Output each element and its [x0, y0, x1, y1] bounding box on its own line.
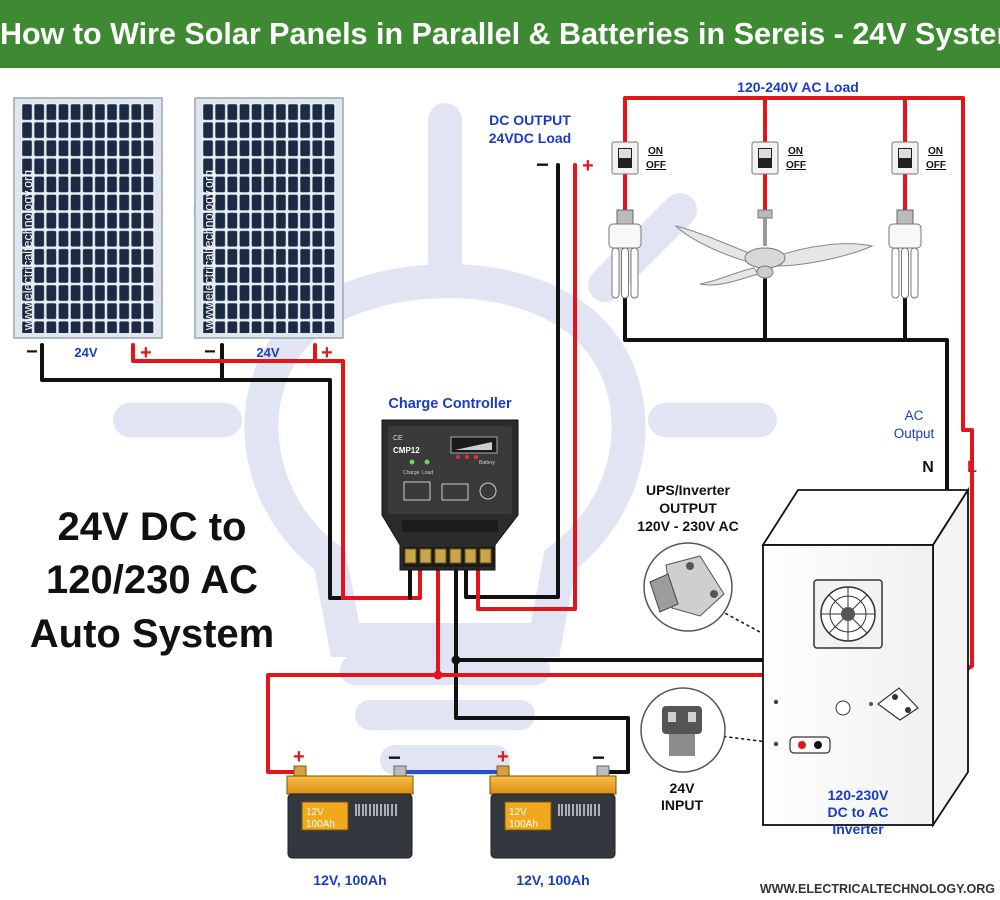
- ac-output-label: Output: [894, 426, 935, 441]
- controller-model: CMP12: [393, 446, 420, 455]
- charge-controller-label: Charge Controller: [388, 396, 512, 412]
- battery-positive-sign: +: [497, 746, 509, 768]
- battery: + − 12V 100Ah 12V, 100Ah: [489, 745, 617, 888]
- dc-input-callout-icon: [640, 687, 726, 773]
- battery-label: 12V, 100Ah: [313, 872, 386, 888]
- ups-output-line: OUTPUT: [659, 500, 717, 516]
- switch-on-label: ON: [788, 146, 803, 157]
- system-label: 24V DC to 120/230 AC Auto System: [30, 505, 275, 656]
- switch-off-label: OFF: [646, 160, 666, 171]
- controller-indicator-label: Charge: [403, 470, 420, 476]
- ceiling-fan-icon: [674, 209, 874, 286]
- controller-ce-mark: CE: [393, 435, 403, 442]
- title-banner: How to Wire Solar Panels in Parallel & B…: [0, 0, 1000, 68]
- footer-url: WWW.ELECTRICALTECHNOLOGY.ORG: [760, 882, 995, 896]
- dc-output-negative-wire: [464, 163, 560, 599]
- inverter-label: Inverter: [832, 821, 884, 837]
- battery-negative-wire: [454, 564, 630, 774]
- dc-output-negative-sign: −: [536, 152, 549, 177]
- battery-capacity: 100Ah: [306, 819, 335, 830]
- ups-output-label: UPS/Inverter OUTPUT 120V - 230V AC: [637, 482, 738, 534]
- wiring-diagram: www.electricaltechnology.org − 24V + www…: [13, 79, 995, 896]
- barcode-icon: [558, 804, 600, 816]
- battery-voltage: 12V: [306, 807, 324, 818]
- input-label: INPUT: [661, 797, 703, 813]
- panel-negative-sign: −: [204, 341, 216, 363]
- dc-output: DC OUTPUT 24VDC Load − +: [489, 112, 594, 177]
- battery-positive-wire: [266, 564, 440, 774]
- inverter-power-switch: [835, 700, 851, 716]
- system-label-line: Auto System: [30, 612, 275, 656]
- panel-voltage-label: 24V: [256, 345, 279, 360]
- panel-voltage-label: 24V: [74, 345, 97, 360]
- solar-panel: www.electricaltechnology.org − 24V +: [13, 97, 163, 364]
- battery: + − 12V 100Ah 12V, 100Ah: [286, 745, 414, 888]
- inverter: [761, 486, 970, 828]
- panel-positive-sign: +: [321, 342, 333, 364]
- switch-on-label: ON: [928, 146, 943, 157]
- dc-output-positive-wire: [476, 163, 577, 611]
- dc-output-subtitle: 24VDC Load: [489, 130, 571, 146]
- dc-output-title: DC OUTPUT: [489, 112, 571, 128]
- ac-output-label: AC: [905, 408, 924, 423]
- battery-negative-sign: −: [592, 745, 605, 770]
- switch-on-label: ON: [648, 146, 663, 157]
- ac-live-wire: [623, 96, 974, 702]
- solar-panel: www.electricaltechnology.org − 24V +: [194, 97, 344, 364]
- wall-switch: ON OFF: [611, 141, 666, 175]
- panel-negative-sign: −: [26, 341, 38, 363]
- controller-solar-pos-link: [341, 564, 422, 600]
- system-label-line: 24V DC to: [58, 505, 247, 549]
- panel-watermark: www.electricaltechnology.org: [21, 170, 35, 331]
- inverter-dc-socket: [789, 736, 831, 754]
- ups-output-line: 120V - 230V AC: [637, 518, 738, 534]
- inverter-label: DC to AC: [828, 804, 889, 820]
- panel-watermark: www.electricaltechnology.org: [202, 170, 216, 331]
- ups-output-line: UPS/Inverter: [646, 482, 731, 498]
- inverter-ac-socket: [876, 687, 919, 721]
- switch-off-label: OFF: [926, 160, 946, 171]
- battery-negative-sign: −: [388, 745, 401, 770]
- cfl-bulb-icon: [608, 209, 642, 299]
- inverter-label: 120-230V: [828, 787, 889, 803]
- input-label: 24V: [670, 780, 696, 796]
- live-label: L: [967, 459, 977, 476]
- panel-positive-wire: [131, 343, 345, 600]
- system-label-line: 120/230 AC: [46, 558, 258, 602]
- switch-off-label: OFF: [786, 160, 806, 171]
- controller-terminals: [404, 548, 492, 564]
- battery-positive-sign: +: [293, 746, 305, 768]
- battery-label: 12V, 100Ah: [516, 872, 589, 888]
- dc-output-positive-sign: +: [582, 155, 594, 177]
- cfl-bulb-icon: [888, 209, 922, 299]
- battery-voltage: 12V: [509, 807, 527, 818]
- ac-plug-callout-icon: [643, 542, 733, 632]
- controller-indicator-label: Load: [422, 470, 433, 476]
- wall-switch: ON OFF: [891, 141, 946, 175]
- controller-indicator-label: Battery: [479, 460, 495, 466]
- battery-capacity: 100Ah: [509, 819, 538, 830]
- neutral-label: N: [922, 459, 934, 476]
- ac-load-title: 120-240V AC Load: [737, 79, 859, 95]
- panel-positive-sign: +: [140, 342, 152, 364]
- cooling-fan-icon: [813, 579, 883, 649]
- barcode-icon: [355, 804, 397, 816]
- wall-switch: ON OFF: [751, 141, 806, 175]
- charge-controller: CE CMP12 Charge Load Battery: [381, 419, 519, 571]
